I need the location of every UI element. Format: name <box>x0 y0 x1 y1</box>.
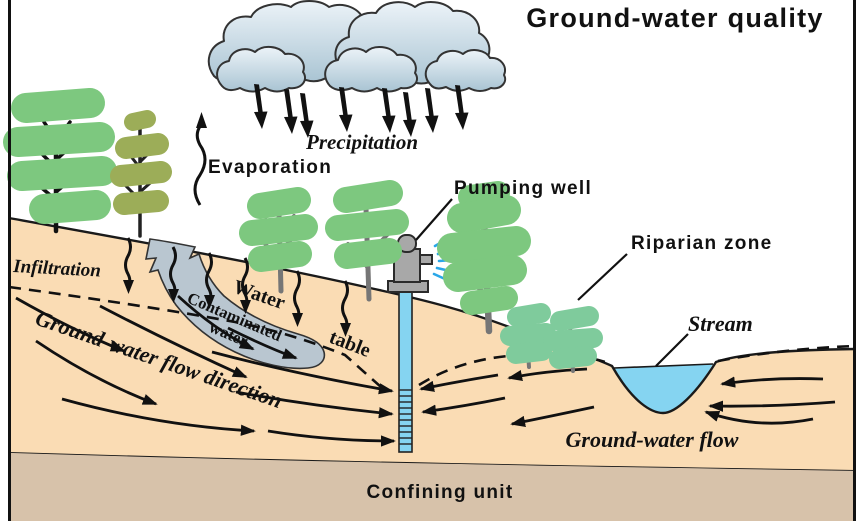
pumping-well-leader <box>415 198 453 241</box>
cloud <box>324 46 419 93</box>
precipitation-label: Precipitation <box>305 130 418 154</box>
labels: Ground-water quality Precipitation Evapo… <box>12 3 824 503</box>
groundwater-flow-label: Ground-water flow <box>566 427 739 452</box>
well-screen <box>399 389 412 445</box>
tree-middle-2 <box>325 180 409 302</box>
stream-leader <box>655 333 689 367</box>
plume-arrow <box>227 326 298 360</box>
flow-arrow <box>421 396 506 416</box>
flow-arrow <box>267 429 396 447</box>
aquifer-body <box>9 218 855 470</box>
confining-unit-label: Confining unit <box>367 482 514 503</box>
tree-foliage <box>437 181 531 315</box>
tree-foliage <box>325 180 409 269</box>
flow-arrow <box>235 390 394 419</box>
plume-flow-arrows <box>177 294 298 360</box>
flow-arrow <box>704 410 814 425</box>
flow-arrow <box>35 339 158 406</box>
infiltration-label: Infiltration <box>12 256 102 282</box>
tree-middle-1 <box>239 187 318 294</box>
rain-clouds <box>207 0 507 93</box>
riparian-shrub-2 <box>543 306 603 373</box>
tree-olive <box>110 110 172 238</box>
pumping-well <box>387 234 455 453</box>
evaporation-label: Evaporation <box>208 157 332 178</box>
well-casing <box>398 291 413 453</box>
cloud <box>424 49 507 92</box>
title-label: Ground-water quality <box>526 3 824 33</box>
tree-large-left <box>3 88 117 234</box>
trees <box>3 88 603 373</box>
contaminated-plume <box>145 238 326 370</box>
riparian-zone-leader <box>577 253 628 301</box>
plume-body <box>145 238 326 370</box>
cloud <box>216 46 307 93</box>
confining-unit-body <box>9 452 855 521</box>
leader-lines <box>415 198 689 367</box>
flow-arrow <box>61 397 256 436</box>
pump-housing <box>387 234 433 293</box>
riparian-zone-label: Riparian zone <box>631 233 772 254</box>
tree-foliage <box>239 187 318 272</box>
flow-arrow <box>708 400 836 412</box>
flow-arrows <box>15 296 836 447</box>
tree-foliage <box>110 110 172 215</box>
tree-tall-near-well <box>437 181 531 335</box>
stream-surface-line <box>613 363 714 369</box>
frame-borders <box>8 0 856 521</box>
shrub-foliage <box>543 306 603 369</box>
shrub-foliage <box>500 303 556 364</box>
tree-foliage <box>3 88 117 224</box>
flow-arrow <box>99 304 248 379</box>
evaporation-arrow <box>193 112 207 206</box>
water-table-far-right <box>717 344 856 363</box>
flow-arrow <box>720 376 824 388</box>
riparian-shrub-1 <box>500 303 556 369</box>
plume-arrow <box>177 294 255 351</box>
flow-arrow <box>211 350 394 395</box>
pumping-well-label: Pumping well <box>454 178 592 199</box>
flow-arrow <box>510 405 595 427</box>
aquifer-layer <box>9 218 855 470</box>
flow-arrow <box>507 367 588 382</box>
flow-arrow <box>15 296 126 353</box>
water-table-left <box>8 285 382 388</box>
stream-label: Stream <box>688 311 753 336</box>
flow-arrow <box>419 373 499 392</box>
